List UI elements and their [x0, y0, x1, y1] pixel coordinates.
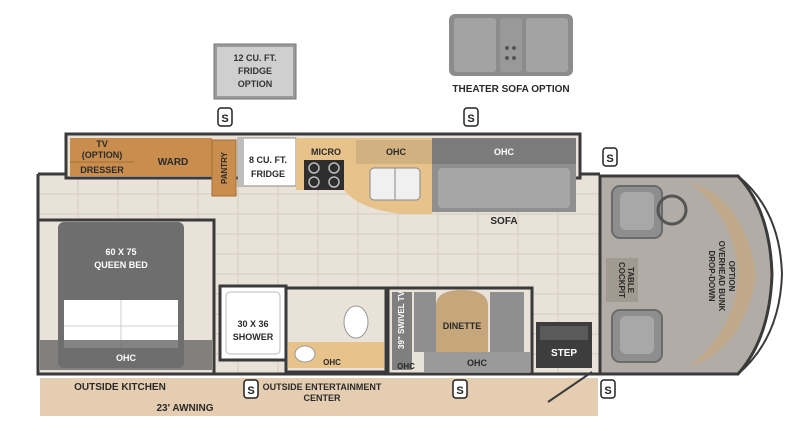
door-swing [547, 371, 593, 403]
burner-icon [328, 176, 340, 188]
dinette-table [436, 290, 488, 352]
micro-label: MICRO [311, 147, 341, 157]
pantry [211, 139, 237, 197]
ohc-dinette-label: OHC [467, 358, 488, 368]
bed-type-label: QUEEN BED [94, 260, 148, 270]
shower-size-label: 30 X 36 [237, 319, 268, 329]
svg-text:S: S [606, 153, 613, 165]
cockpit-table-line2: TABLE [626, 267, 635, 294]
awning [40, 378, 598, 416]
slide-marker: S [600, 379, 616, 399]
awning-label: 23' AWNING [156, 403, 213, 414]
ohc-tv-label: OHC [397, 362, 415, 371]
dinette-label: DINETTE [443, 321, 482, 331]
cockpit-table [606, 258, 638, 302]
swivel-tv-label: 39" SWIVEL TV [397, 290, 406, 349]
dinette-seat-front [490, 292, 524, 352]
cockpit-table-line1: COCKPIT [617, 262, 626, 298]
ohc-dinette [424, 352, 530, 372]
burner-icon [308, 176, 320, 188]
wardrobe [134, 138, 212, 176]
ohc-kitchen-label: OHC [386, 147, 407, 157]
fridge [237, 137, 297, 187]
slide-marker: S [452, 379, 468, 399]
theater-sofa-option-label: THEATER SOFA OPTION [452, 84, 569, 95]
exterior-wall [36, 172, 600, 376]
fridge-line1: 8 CU. FT. [249, 155, 287, 165]
ohc-bath-label: OHC [323, 358, 341, 367]
slide-markers: S S S S S S [217, 107, 618, 399]
steering-wheel-icon [656, 194, 688, 226]
outside-kitchen-label: OUTSIDE KITCHEN [74, 382, 166, 393]
dinette-seat-rear [414, 292, 436, 352]
tv-option-label: (OPTION) [82, 150, 123, 160]
step-label: STEP [551, 348, 577, 359]
fridge-option-callout: 12 CU. FT. FRIDGE OPTION [213, 43, 297, 100]
tv-dresser [70, 138, 134, 176]
fridge-option-line1: 12 CU. FT. [233, 53, 276, 63]
ward-label: WARD [158, 157, 189, 168]
outside-entertainment-line2: CENTER [303, 393, 341, 403]
burner-icon [308, 162, 320, 174]
slide-marker: S [602, 147, 618, 167]
ohc-bed-label: OHC [116, 353, 137, 363]
overhead-bunk-line3: OPTION [727, 261, 736, 292]
overhead-bunk-line1: DROP-DOWN [707, 250, 716, 301]
bath-sink-icon [294, 345, 316, 363]
shower [218, 284, 288, 362]
slide-marker: S [217, 107, 233, 127]
dashboard [690, 182, 756, 366]
fridge-line2: FRIDGE [251, 169, 285, 179]
overhead-bunk-line2: OVERHEAD BUNK [717, 241, 726, 312]
dresser-label: DRESSER [80, 165, 124, 175]
slide-marker: S [463, 107, 479, 127]
fridge-option-line2: FRIDGE [238, 66, 272, 76]
theater-sofa-option-callout: THEATER SOFA OPTION [449, 14, 573, 95]
ohc-bed [40, 340, 212, 370]
bed-size-label: 60 X 75 [105, 247, 136, 257]
svg-text:S: S [456, 385, 463, 397]
ohc-sofa-label: OHC [494, 147, 515, 157]
slide-marker: S [243, 379, 259, 399]
burner-icon [328, 162, 340, 174]
svg-text:S: S [247, 385, 254, 397]
shower-label: SHOWER [233, 332, 274, 342]
swivel-tv [392, 292, 412, 370]
tv-label: TV [96, 139, 108, 149]
fridge-option-line3: OPTION [238, 79, 273, 89]
ohc-kitchen [356, 140, 432, 164]
sofa-label: SOFA [490, 216, 517, 227]
svg-text:S: S [604, 385, 611, 397]
toilet-icon [343, 305, 369, 339]
outside-entertainment-line1: OUTSIDE ENTERTAINMENT [263, 382, 382, 392]
svg-text:S: S [221, 113, 228, 125]
windshield [737, 175, 784, 375]
pantry-label: PANTRY [220, 151, 229, 184]
svg-text:S: S [467, 113, 474, 125]
